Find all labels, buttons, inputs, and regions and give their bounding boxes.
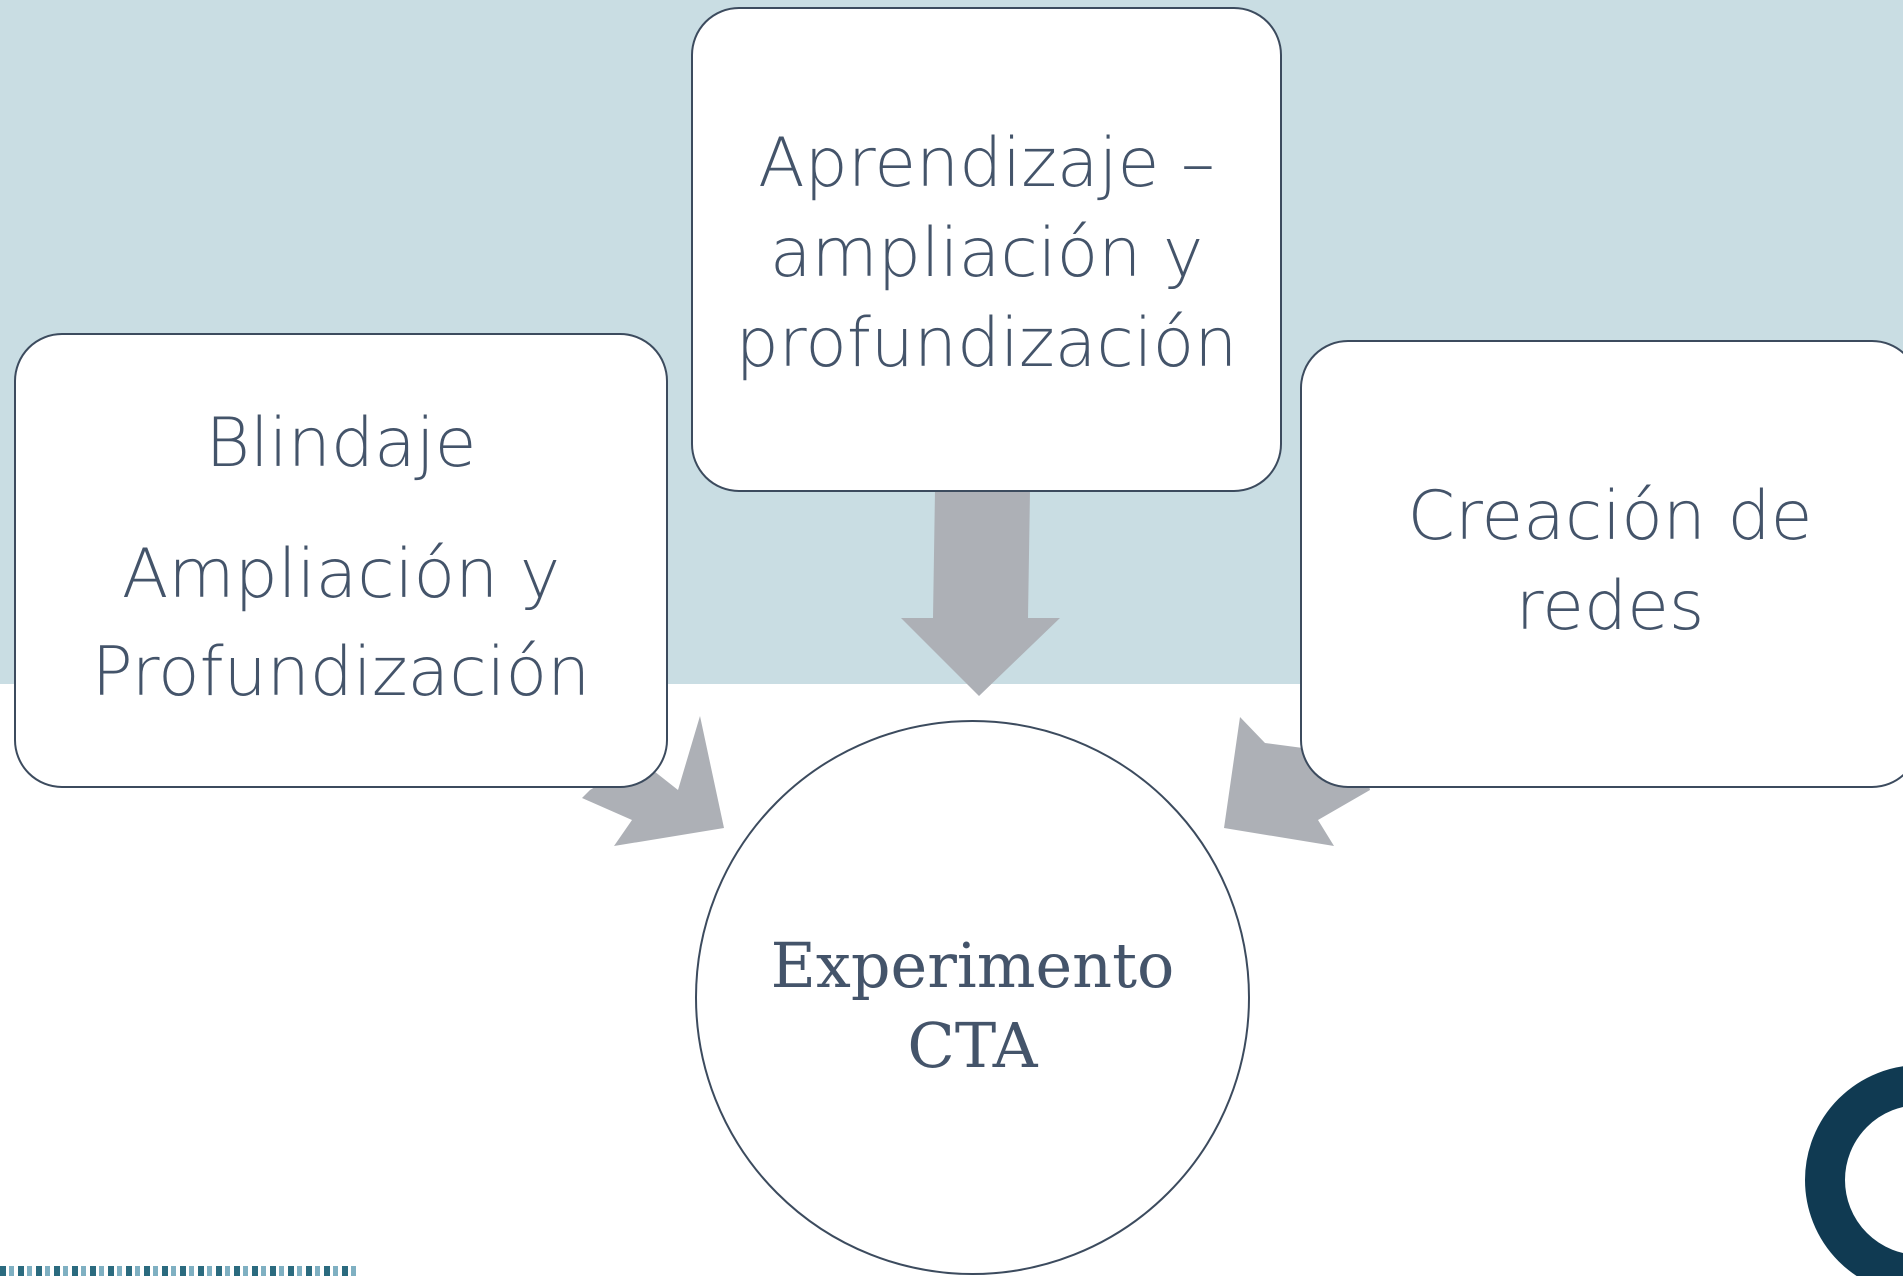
box-aprendizaje: Aprendizaje – ampliación y profundizació… <box>691 7 1282 492</box>
box-left-line-1: Blindaje <box>205 404 477 483</box>
box-right-line-2: redes <box>1515 567 1705 646</box>
box-blindaje: Blindaje Ampliación y Profundización <box>14 333 668 788</box>
box-left-line-3: Profundización <box>91 633 591 712</box>
logo-ring-icon <box>1805 1066 1903 1276</box>
arrow-right-to-center <box>1224 717 1370 846</box>
box-right-line-1: Creación de <box>1407 477 1813 556</box>
center-node-line-2: CTA <box>907 1009 1038 1082</box>
arrow-left-to-center <box>582 716 724 846</box>
box-center-line-2: ampliación y <box>769 214 1204 293</box>
center-node-experimento: Experimento CTA <box>695 720 1250 1275</box>
footer-logo-strip <box>0 1266 360 1276</box>
box-creacion-redes: Creación de redes <box>1300 340 1903 788</box>
box-left-line-2: Ampliación y <box>121 535 561 614</box>
box-center-line-1: Aprendizaje – <box>758 124 1215 203</box>
arrow-down-center <box>901 490 1060 696</box>
center-node-line-1: Experimento <box>770 929 1175 1002</box>
box-center-line-3: profundización <box>735 304 1238 383</box>
